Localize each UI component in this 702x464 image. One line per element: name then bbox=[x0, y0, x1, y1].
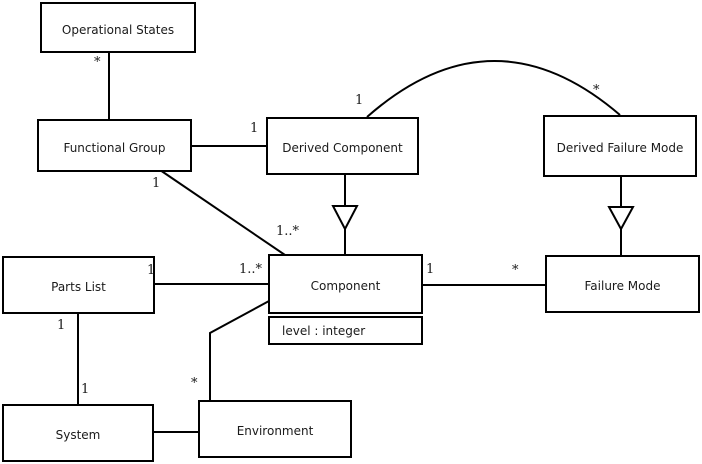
multiplicity-derivedcomponent-end: 1 bbox=[250, 121, 259, 136]
class-functional-group[interactable]: Functional Group bbox=[37, 119, 192, 172]
class-name: Failure Mode bbox=[584, 279, 661, 293]
multiplicity-component-end: 1 bbox=[426, 262, 435, 277]
class-parts-list[interactable]: Parts List bbox=[2, 256, 155, 314]
class-environment[interactable]: Environment bbox=[198, 400, 352, 458]
multiplicity-opstates-end: * bbox=[94, 55, 101, 70]
class-name: Functional Group bbox=[63, 140, 166, 155]
multiplicity-system-end: 1 bbox=[81, 382, 90, 397]
class-component-attributes[interactable]: level : integer bbox=[268, 316, 423, 345]
class-derived-component[interactable]: Derived Component bbox=[266, 117, 419, 175]
class-failure-mode[interactable]: Failure Mode bbox=[545, 255, 700, 313]
multiplicity-component-end: 1..* bbox=[276, 224, 300, 239]
multiplicity-functionalgroup-end: 1 bbox=[152, 176, 161, 191]
class-name: Component bbox=[310, 279, 381, 293]
class-derived-failure-mode[interactable]: Derived Failure Mode bbox=[543, 115, 697, 177]
multiplicity-arc-derivedcomponent-end: 1 bbox=[355, 93, 364, 108]
attribute-label: level : integer bbox=[282, 323, 366, 338]
class-operational-states[interactable]: Operational States bbox=[40, 2, 196, 53]
class-component[interactable]: Component bbox=[268, 254, 423, 314]
multiplicity-failuremode-end: * bbox=[512, 263, 519, 278]
multiplicity-environment-end: * bbox=[191, 376, 198, 391]
class-name: Derived Component bbox=[282, 141, 403, 155]
edge-functionalgroup-component bbox=[159, 169, 286, 256]
multiplicity-arc-derivedfailuremode-end: * bbox=[593, 83, 600, 98]
generalization-triangle-icon bbox=[331, 205, 359, 232]
multiplicity-component-end: 1..* bbox=[239, 262, 263, 277]
edge-arc-derivedcomponent-derivedfailuremode bbox=[366, 60, 621, 118]
class-name: Derived Failure Mode bbox=[556, 141, 684, 155]
class-name: Environment bbox=[236, 424, 314, 438]
multiplicity-partslist-end: 1 bbox=[147, 263, 156, 278]
class-system[interactable]: System bbox=[2, 404, 154, 462]
class-name: System bbox=[55, 428, 101, 442]
class-name: Parts List bbox=[51, 280, 106, 294]
generalization-triangle-icon bbox=[607, 206, 635, 232]
class-name: Operational States bbox=[61, 22, 175, 37]
multiplicity-partslist-end: 1 bbox=[57, 318, 66, 333]
edge-component-environment bbox=[209, 300, 270, 401]
